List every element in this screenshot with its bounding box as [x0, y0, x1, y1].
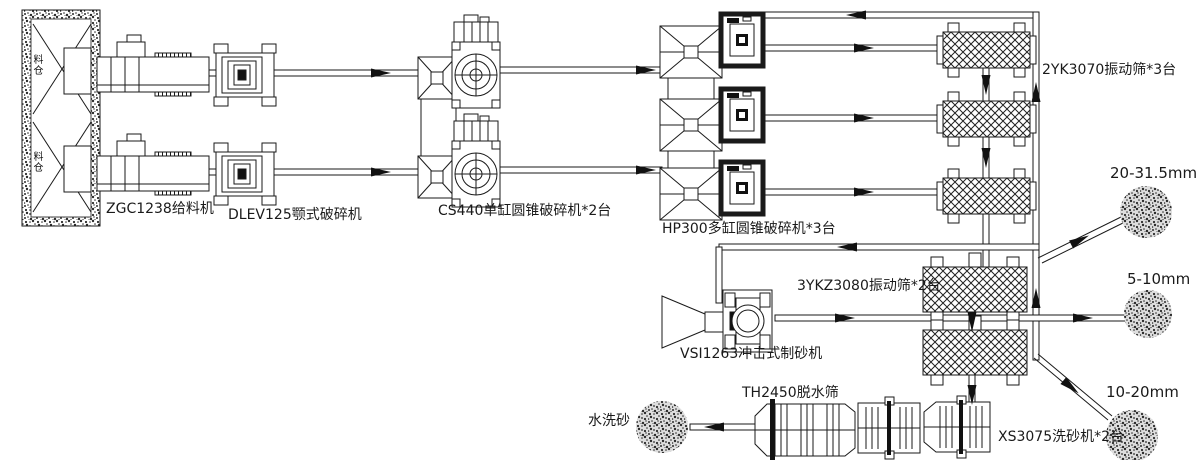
screen-2yk-label: 2YK3070振动筛*3台 — [1042, 62, 1177, 78]
screen-3ykz-label: 3YKZ3080振动筛*2台 — [797, 278, 941, 294]
sand-washer-label: XS3075洗砂机*2台 — [998, 429, 1125, 445]
feeder-label: ZGC1238给料机 — [106, 201, 214, 217]
cone-crusher-1 — [451, 14, 501, 109]
cs440-feed-bins — [417, 56, 457, 199]
hp300-feed-bins — [659, 25, 723, 221]
th2450-dewatering-screen — [754, 399, 856, 460]
cone-crusher-label: CS440单缸圆锥破碎机*2台 — [438, 203, 612, 219]
jaw-crusher-label: DLEV125颚式破碎机 — [228, 207, 362, 223]
screen-3ykz-1 — [922, 252, 1028, 323]
screen-2yk-3 — [936, 168, 1037, 224]
stockpile-20-31-5 — [1120, 186, 1172, 238]
vsi-sand-maker — [661, 289, 773, 353]
feeder-1 — [96, 34, 210, 97]
hp300-crusher-1 — [718, 11, 766, 69]
dewatering-screen-label: TH2450脱水筛 — [742, 385, 839, 401]
sand-washer-1 — [857, 396, 921, 460]
silo-label-1: 料仓 — [31, 54, 42, 76]
stockpile-washed-sand — [636, 401, 688, 453]
washed-sand-label: 水洗砂 — [588, 413, 630, 429]
sand-washer-2 — [923, 395, 991, 459]
jaw-crusher-2 — [213, 142, 277, 206]
hp300-crusher-3 — [718, 159, 766, 217]
stockpile-10-20 — [1106, 410, 1158, 460]
size-10-20-label: 10-20mm — [1106, 383, 1179, 401]
silo-label-2: 料仓 — [31, 151, 42, 173]
hp-crusher-label: HP300多缸圆锥破碎机*3台 — [662, 221, 836, 237]
sand-maker-label: VSI1263冲击式制砂机 — [680, 346, 823, 362]
hp300-crusher-2 — [718, 86, 766, 144]
raw-material-silo — [21, 9, 101, 227]
screen-2yk-1 — [936, 22, 1037, 78]
jaw-crusher-1 — [213, 43, 277, 107]
feeder-2 — [96, 133, 210, 196]
cone-crusher-2 — [451, 113, 501, 208]
size-20-31-5-label: 20-31.5mm — [1110, 164, 1198, 182]
stockpile-5-10 — [1124, 290, 1172, 338]
screen-2yk-2 — [936, 91, 1037, 147]
screen-3ykz-2 — [922, 315, 1028, 386]
size-5-10-label: 5-10mm — [1127, 270, 1191, 288]
